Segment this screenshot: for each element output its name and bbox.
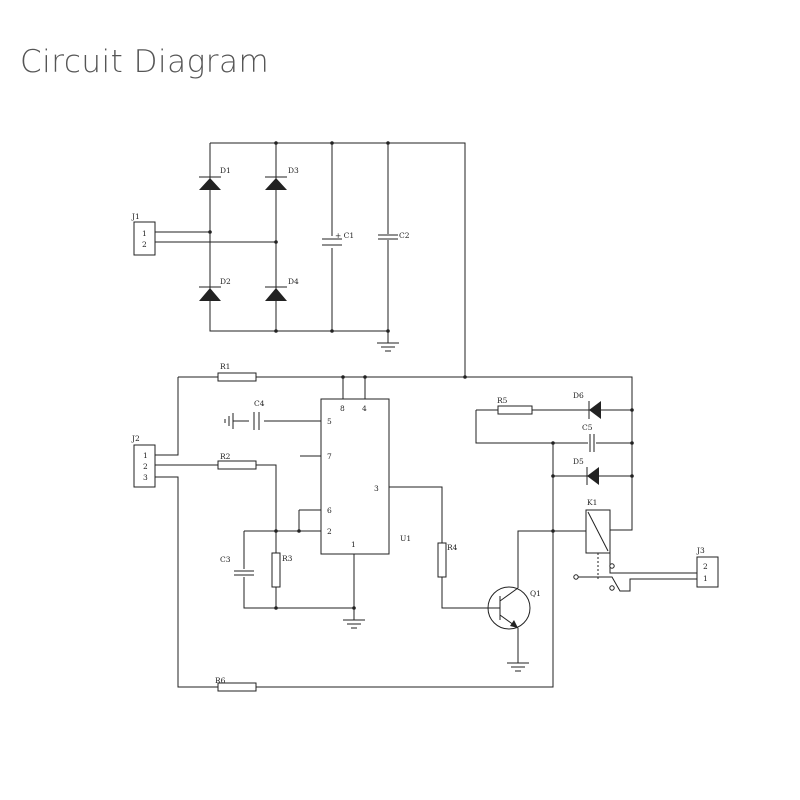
j1-pin-2: 2 [142, 240, 147, 249]
r2-label: R2 [220, 452, 231, 461]
k1-label: K1 [587, 498, 597, 507]
u1-pin-6: 6 [327, 506, 332, 515]
d6-label: D6 [573, 391, 584, 400]
c3-label: C3 [220, 555, 231, 564]
j2-label: J2 [131, 434, 140, 443]
c4-label: C4 [254, 399, 265, 408]
capacitor-c4: C4 [249, 399, 265, 432]
power-supply-section: J1 1 2 D1 D2 D3 D4 + C1 [131, 142, 466, 377]
transistor-q1: Q1 [487, 586, 541, 630]
diode-d1: D1 [199, 166, 231, 190]
d5-label: D5 [573, 457, 584, 466]
r5-label: R5 [497, 396, 508, 405]
j2-pin-1: 1 [143, 451, 148, 460]
diode-d4: D4 [265, 277, 299, 301]
connector-j3: J3 2 1 [696, 546, 719, 588]
r1-label: R1 [220, 362, 230, 371]
connector-j2: J2 1 2 3 [131, 434, 156, 488]
junction-dots [208, 141, 634, 610]
j3-pin-2: 2 [703, 562, 708, 571]
page-title: Circuit Diagram [20, 44, 270, 80]
r4-label: R4 [447, 543, 458, 552]
resistor-r4: R4 [437, 542, 458, 578]
u1-pin-4: 4 [362, 404, 367, 413]
j2-pin-2: 2 [143, 462, 148, 471]
d1-label: D1 [220, 166, 231, 175]
diode-d6: D6 [573, 391, 601, 419]
ground-symbol [377, 342, 399, 352]
resistor-r5: R5 [497, 396, 533, 415]
connector-j1: J1 1 2 [131, 212, 156, 256]
q1-label: Q1 [530, 589, 541, 598]
j2-pin-3: 3 [143, 473, 148, 482]
control-wires [155, 376, 700, 688]
control-section: J2 1 2 3 R1 R2 R3 R4 R5 R6 [131, 141, 719, 692]
d3-label: D3 [288, 166, 299, 175]
diode-d2: D2 [199, 277, 231, 301]
ground-symbol [343, 619, 365, 629]
u1-pin-1: 1 [351, 540, 356, 549]
u1-pin-5: 5 [327, 417, 332, 426]
resistor-r3: R3 [271, 552, 293, 588]
c1-label: + C1 [335, 231, 354, 240]
j3-pin-1: 1 [703, 574, 708, 583]
u1-pin-7: 7 [327, 452, 332, 461]
capacitor-c5: C5 [582, 423, 596, 455]
c5-label: C5 [582, 423, 593, 432]
timer-u1: U1 8 4 5 7 6 2 3 1 [320, 398, 411, 555]
j3-label: J3 [696, 546, 705, 555]
u1-pin-8: 8 [340, 404, 345, 413]
capacitor-c1: + C1 [320, 231, 354, 248]
c2-label: C2 [399, 231, 410, 240]
capacitor-c3: C3 [220, 555, 256, 577]
u1-label: U1 [400, 534, 411, 543]
r6-label: R6 [215, 676, 226, 685]
d4-label: D4 [288, 277, 299, 286]
resistor-r2: R2 [217, 452, 257, 470]
diode-d5: D5 [573, 457, 599, 485]
j1-pin-1: 1 [142, 229, 147, 238]
relay-k1: K1 [573, 498, 615, 591]
u1-pin-2: 2 [327, 527, 332, 536]
d2-label: D2 [220, 277, 231, 286]
ground-symbol [507, 662, 529, 672]
j1-label: J1 [131, 212, 140, 221]
r3-label: R3 [282, 554, 293, 563]
capacitor-c2: C2 [377, 231, 410, 240]
diode-d3: D3 [265, 166, 299, 190]
resistor-r6: R6 [215, 676, 257, 692]
supply-wires [155, 142, 466, 377]
resistor-r1: R1 [217, 362, 257, 382]
u1-pin-3: 3 [374, 484, 379, 493]
